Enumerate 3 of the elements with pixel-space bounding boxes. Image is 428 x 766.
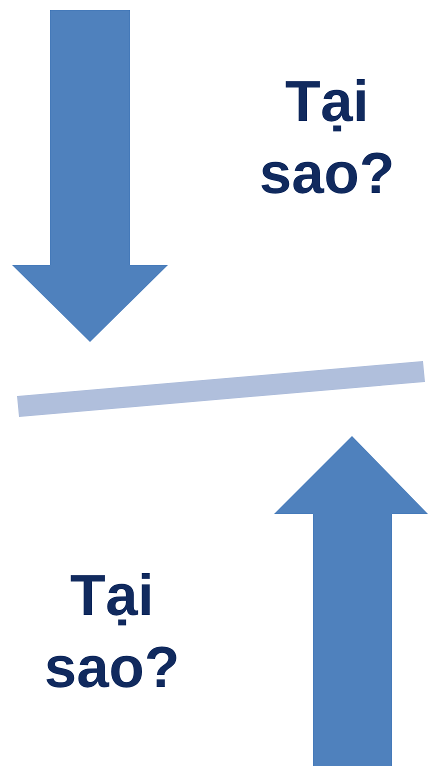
question-text: Tại sao? [258,68,396,208]
question-text: Tại sao? [43,562,181,702]
lever-bar [17,361,425,417]
